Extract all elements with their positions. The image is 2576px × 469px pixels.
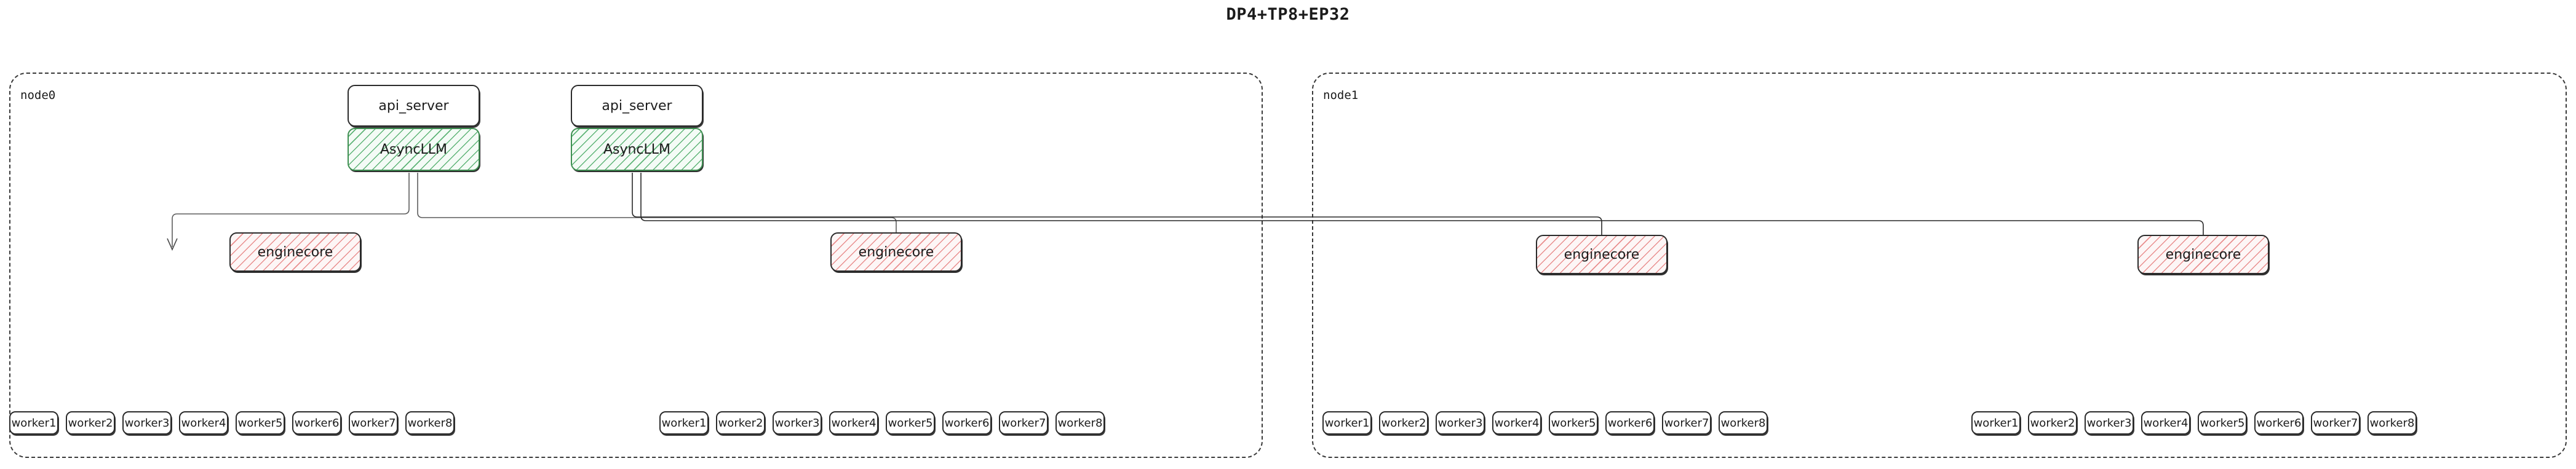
worker-box-node1-g0-3-label: worker4 (1494, 416, 1540, 430)
worker-box-node0-g0-6[interactable]: worker7 (349, 411, 398, 435)
enginecore-box-node0-1[interactable]: enginecore (830, 232, 962, 272)
worker-box-node0-g1-2-label: worker3 (774, 416, 820, 430)
worker-box-node0-g1-7-label: worker8 (1057, 416, 1103, 430)
worker-box-node0-g1-0-label: worker1 (661, 416, 707, 430)
page-title: DP4+TP8+EP32 (1226, 5, 1350, 24)
worker-box-node1-g0-0-label: worker1 (1324, 416, 1370, 430)
worker-box-node1-g1-6[interactable]: worker7 (2311, 411, 2360, 435)
async-llm-box-node0-0-label: AsyncLLM (380, 141, 448, 157)
worker-box-node1-g1-2-label: worker3 (2086, 416, 2132, 430)
enginecore-box-node1-1[interactable]: enginecore (2137, 235, 2269, 274)
enginecore-box-node0-1-label: enginecore (858, 244, 934, 260)
worker-box-node0-g1-0[interactable]: worker1 (659, 411, 709, 435)
worker-box-node1-g0-5[interactable]: worker6 (1605, 411, 1655, 435)
worker-box-node0-g1-2[interactable]: worker3 (773, 411, 822, 435)
api-server-box-node0-1-label: api_server (602, 98, 672, 114)
worker-box-node1-g0-6[interactable]: worker7 (1662, 411, 1711, 435)
enginecore-box-node1-1-label: enginecore (2165, 246, 2241, 262)
worker-box-node0-g1-7[interactable]: worker8 (1055, 411, 1105, 435)
enginecore-box-node1-0-label: enginecore (1564, 246, 1640, 262)
worker-box-node1-g0-2[interactable]: worker3 (1436, 411, 1485, 435)
worker-box-node0-g1-1-label: worker2 (718, 416, 763, 430)
async-llm-box-node0-1[interactable]: AsyncLLM (571, 128, 703, 171)
worker-box-node1-g0-0[interactable]: worker1 (1322, 411, 1372, 435)
worker-box-node0-g0-6-label: worker7 (351, 416, 396, 430)
worker-box-node1-g0-4-label: worker5 (1551, 416, 1596, 430)
enginecore-box-node0-0-label: enginecore (257, 244, 333, 260)
worker-box-node0-g1-4-label: worker5 (888, 416, 933, 430)
worker-box-node1-g1-4-label: worker5 (2200, 416, 2245, 430)
worker-box-node1-g1-0[interactable]: worker1 (1971, 411, 2021, 435)
worker-box-node0-g0-0-label: worker1 (11, 416, 57, 430)
worker-box-node1-g1-4[interactable]: worker5 (2198, 411, 2247, 435)
worker-box-node0-g0-5[interactable]: worker6 (292, 411, 341, 435)
enginecore-box-node1-0[interactable]: enginecore (1536, 235, 1668, 274)
worker-box-node1-g1-6-label: worker7 (2313, 416, 2358, 430)
worker-box-node0-g0-2-label: worker3 (124, 416, 170, 430)
worker-box-node1-g1-1[interactable]: worker2 (2028, 411, 2077, 435)
worker-box-node1-g1-0-label: worker1 (1973, 416, 2019, 430)
worker-box-node1-g0-6-label: worker7 (1664, 416, 1709, 430)
worker-box-node1-g1-3[interactable]: worker4 (2141, 411, 2190, 435)
worker-box-node0-g0-3[interactable]: worker4 (179, 411, 228, 435)
worker-box-node0-g1-1[interactable]: worker2 (716, 411, 765, 435)
worker-box-node1-g0-1-label: worker2 (1381, 416, 1426, 430)
worker-box-node1-g0-4[interactable]: worker5 (1549, 411, 1598, 435)
worker-box-node0-g1-6-label: worker7 (1001, 416, 1046, 430)
worker-box-node1-g1-1-label: worker2 (2030, 416, 2075, 430)
worker-box-node0-g1-3[interactable]: worker4 (829, 411, 878, 435)
worker-box-node1-g0-5-label: worker6 (1607, 416, 1653, 430)
worker-box-node1-g1-5[interactable]: worker6 (2254, 411, 2304, 435)
worker-box-node1-g1-7-label: worker8 (2369, 416, 2415, 430)
worker-box-node0-g0-7-label: worker8 (407, 416, 453, 430)
worker-box-node1-g1-5-label: worker6 (2256, 416, 2302, 430)
worker-box-node1-g0-7-label: worker8 (1720, 416, 1766, 430)
worker-box-node0-g0-1[interactable]: worker2 (66, 411, 115, 435)
worker-box-node1-g0-7[interactable]: worker8 (1719, 411, 1768, 435)
worker-box-node0-g1-5[interactable]: worker6 (942, 411, 992, 435)
node-container-node0 (9, 73, 1263, 458)
worker-box-node0-g0-2[interactable]: worker3 (122, 411, 172, 435)
worker-box-node0-g0-7[interactable]: worker8 (405, 411, 455, 435)
worker-box-node1-g0-2-label: worker3 (1437, 416, 1483, 430)
worker-box-node1-g1-2[interactable]: worker3 (2085, 411, 2134, 435)
api-server-box-node0-1[interactable]: api_server (571, 85, 703, 127)
worker-box-node0-g0-0[interactable]: worker1 (9, 411, 58, 435)
api-server-box-node0-0[interactable]: api_server (348, 85, 480, 127)
worker-box-node0-g0-4[interactable]: worker5 (236, 411, 285, 435)
worker-box-node0-g0-5-label: worker6 (294, 416, 340, 430)
worker-box-node0-g0-3-label: worker4 (181, 416, 226, 430)
worker-box-node1-g1-3-label: worker4 (2143, 416, 2188, 430)
worker-box-node0-g1-4[interactable]: worker5 (886, 411, 935, 435)
node-label-node0: node0 (20, 89, 56, 102)
enginecore-box-node0-0[interactable]: enginecore (229, 232, 361, 272)
node-label-node1: node1 (1323, 89, 1359, 102)
worker-box-node0-g0-4-label: worker5 (237, 416, 283, 430)
worker-box-node0-g1-5-label: worker6 (944, 416, 990, 430)
worker-box-node0-g1-6[interactable]: worker7 (999, 411, 1048, 435)
worker-box-node1-g1-7[interactable]: worker8 (2367, 411, 2417, 435)
node-container-node1 (1312, 73, 2567, 458)
worker-box-node1-g0-1[interactable]: worker2 (1379, 411, 1428, 435)
async-llm-box-node0-1-label: AsyncLLM (603, 141, 671, 157)
worker-box-node0-g0-1-label: worker2 (68, 416, 113, 430)
worker-box-node0-g1-3-label: worker4 (831, 416, 877, 430)
api-server-box-node0-0-label: api_server (378, 98, 449, 114)
worker-box-node1-g0-3[interactable]: worker4 (1492, 411, 1541, 435)
async-llm-box-node0-0[interactable]: AsyncLLM (348, 128, 480, 171)
